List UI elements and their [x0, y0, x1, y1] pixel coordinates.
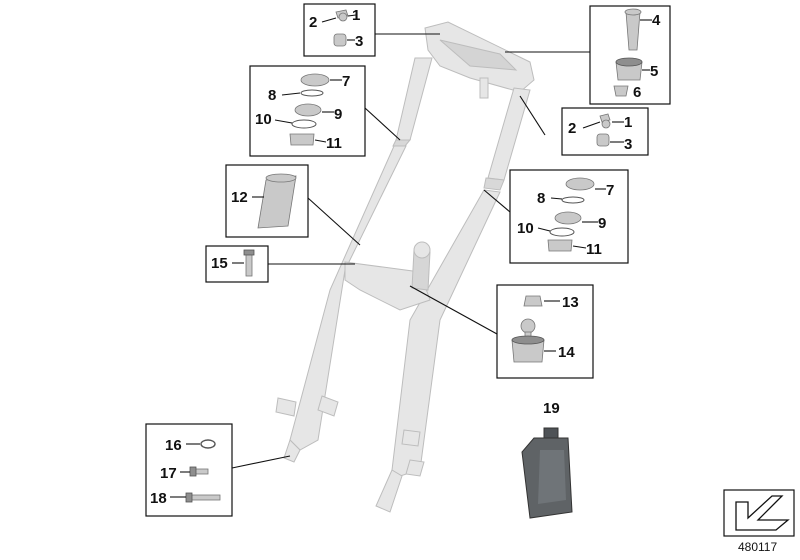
diagram-reference-number: 480117	[738, 540, 778, 554]
callout-16: 16	[165, 437, 182, 454]
ring-part-icon	[549, 227, 575, 237]
bushing-part-icon	[289, 133, 315, 146]
callout-2: 2	[568, 120, 576, 137]
callout-7: 7	[342, 73, 350, 90]
callout-box-bolt: 15	[205, 245, 269, 283]
callout-13: 13	[562, 294, 579, 311]
callout-box-clamp-screws-top: 2 1 3	[303, 3, 376, 57]
dust-seal-part-icon	[565, 177, 595, 191]
callout-9: 9	[334, 106, 342, 123]
callout-19: 19	[543, 400, 560, 417]
oil-seal-part-icon	[554, 211, 582, 225]
callout-3: 3	[355, 33, 363, 50]
callout-1: 1	[624, 114, 632, 131]
ball-stud-part-icon	[520, 318, 536, 334]
callout-4: 4	[652, 12, 661, 29]
bolt-part-icon	[245, 251, 253, 277]
callout-10: 10	[517, 220, 534, 237]
bushing-part-icon	[547, 239, 573, 252]
cap-part-icon	[613, 85, 629, 97]
callout-14: 14	[558, 344, 575, 361]
circlip-part-icon	[300, 89, 324, 97]
callout-2: 2	[309, 14, 317, 31]
ring-part-icon	[291, 119, 317, 129]
callout-box-fork-tube: 12	[225, 164, 309, 238]
callout-3: 3	[624, 136, 632, 153]
callout-18: 18	[150, 490, 167, 507]
leader-lines	[231, 33, 590, 469]
washer-part-icon	[601, 119, 611, 129]
callout-box-seal-kit-right: 8 7 9 10 11	[509, 169, 629, 264]
callout-box-clamp-screws-lower: 2 1 3	[561, 107, 649, 156]
o-ring-part-icon	[200, 439, 216, 449]
dust-seal-part-icon	[300, 73, 330, 87]
callout-box-axle-hardware: 16 17 18	[145, 423, 233, 517]
parts-direction-arrow-icon	[723, 489, 795, 537]
callout-1: 1	[352, 7, 360, 24]
callout-box-ball-joint: 13 14	[496, 284, 594, 379]
callout-box-steering-stem: 4 5 6	[589, 5, 671, 105]
callout-11: 11	[326, 135, 342, 152]
callout-7: 7	[606, 182, 614, 199]
nut-part-icon	[523, 295, 543, 307]
callout-8: 8	[537, 190, 545, 207]
callout-6: 6	[633, 84, 641, 101]
washer-part-icon	[338, 12, 348, 22]
callout-5: 5	[650, 63, 658, 80]
callout-15: 15	[211, 255, 228, 272]
callout-17: 17	[160, 465, 177, 482]
oil-seal-part-icon	[294, 103, 322, 117]
fork-assembly-illustration	[275, 21, 535, 513]
callout-box-seal-kit-left: 8 7 9 10 11	[249, 65, 366, 157]
callout-12: 12	[231, 189, 248, 206]
bushing-part-icon	[333, 33, 347, 47]
circlip-part-icon	[561, 196, 585, 204]
fork-oil-bottle: 19	[521, 400, 573, 519]
callout-10: 10	[255, 111, 272, 128]
bottle-cap-icon	[543, 427, 559, 439]
callout-9: 9	[598, 215, 606, 232]
bushing-part-icon	[596, 133, 610, 147]
callout-8: 8	[268, 87, 276, 104]
callout-11: 11	[586, 241, 602, 258]
long-bolt-part-icon	[189, 494, 221, 501]
